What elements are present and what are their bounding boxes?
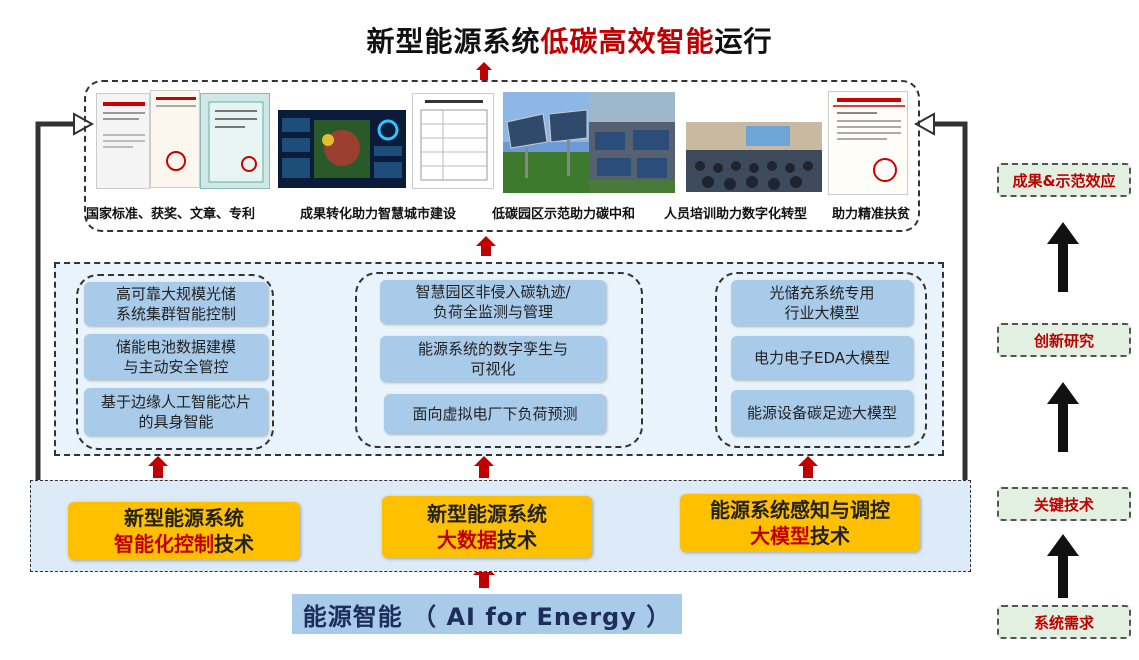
up-arrow-top bbox=[476, 62, 492, 80]
research-group-left bbox=[76, 274, 274, 450]
left-feedback-arrow bbox=[35, 121, 78, 480]
patent-certificate-image bbox=[200, 93, 270, 189]
side-arrow-3 bbox=[1047, 534, 1079, 598]
tech-suffix: 技术 bbox=[497, 528, 537, 552]
side-label-key-tech: 关键技术 bbox=[997, 487, 1131, 521]
side-label-results: 成果&示范效应 bbox=[997, 163, 1131, 197]
page-title: 新型能源系统低碳高效智能运行 bbox=[0, 20, 1139, 60]
results-panel bbox=[84, 80, 920, 232]
research-item: 高可靠大规模光储 系统集群智能控制 bbox=[84, 282, 268, 326]
caption-training: 人员培训助力数字化转型 bbox=[664, 207, 808, 222]
title-highlight: 低碳高效智能 bbox=[540, 25, 715, 58]
research-item: 储能电池数据建模 与主动安全管控 bbox=[84, 334, 268, 380]
side-label-research: 创新研究 bbox=[997, 323, 1131, 357]
tech-line-2: 大模型技术 bbox=[750, 523, 850, 549]
caption-smart-city: 成果转化助力智慧城市建设 bbox=[300, 207, 457, 222]
tech-highlight: 大模型 bbox=[750, 524, 810, 548]
tech-line-1: 新型能源系统 bbox=[427, 502, 547, 526]
research-item: 光储充系统专用 行业大模型 bbox=[731, 280, 913, 326]
caption-low-carbon-park: 低碳园区示范助力碳中和 bbox=[492, 207, 636, 222]
standard-document-image bbox=[96, 93, 150, 189]
up-arrow-right bbox=[798, 456, 818, 478]
solar-park-image bbox=[503, 92, 589, 193]
research-item: 面向虚拟电厂下负荷预测 bbox=[384, 394, 606, 434]
tech-highlight: 大数据 bbox=[437, 528, 497, 552]
up-arrow-mid bbox=[476, 236, 496, 256]
tech-big-data: 新型能源系统 大数据技术 bbox=[382, 496, 592, 558]
tech-line-2: 智能化控制技术 bbox=[114, 531, 254, 557]
training-session-image bbox=[686, 122, 822, 192]
poverty-alleviation-letter-image bbox=[828, 91, 908, 195]
tech-suffix: 技术 bbox=[810, 524, 850, 548]
tech-line-2: 大数据技术 bbox=[437, 527, 537, 553]
caption-standards: 国家标准、获奖、文章、专利 bbox=[86, 207, 256, 222]
side-label-requirements: 系统需求 bbox=[997, 605, 1131, 639]
award-certificate-image bbox=[150, 90, 200, 188]
tech-large-model: 能源系统感知与调控 大模型技术 bbox=[680, 494, 920, 552]
side-arrow-2 bbox=[1047, 382, 1079, 452]
research-group-center bbox=[355, 272, 643, 448]
demo-report-image bbox=[412, 93, 494, 189]
title-part-1: 新型能源系统 bbox=[366, 25, 541, 58]
industrial-park-aerial-image bbox=[589, 92, 675, 193]
title-part-3: 运行 bbox=[714, 25, 773, 58]
research-item: 能源系统的数字孪生与 可视化 bbox=[380, 336, 606, 382]
right-feedback-arrow-head bbox=[913, 112, 935, 136]
smart-city-dashboard-image bbox=[278, 110, 406, 188]
research-item: 能源设备碳足迹大模型 bbox=[731, 390, 913, 436]
research-item: 电力电子EDA大模型 bbox=[731, 336, 913, 380]
up-arrow-center bbox=[474, 456, 494, 478]
tech-intelligent-control: 新型能源系统 智能化控制技术 bbox=[68, 502, 300, 560]
right-feedback-arrow bbox=[930, 121, 968, 480]
research-item: 智慧园区非侵入碳轨迹/ 负荷全监测与管理 bbox=[380, 280, 606, 324]
side-arrow-1 bbox=[1047, 222, 1079, 292]
research-item: 基于边缘人工智能芯片 的具身智能 bbox=[84, 388, 268, 436]
caption-poverty: 助力精准扶贫 bbox=[832, 207, 911, 222]
tech-line-1: 能源系统感知与调控 bbox=[710, 498, 890, 522]
tech-line-1: 新型能源系统 bbox=[124, 506, 244, 530]
tech-suffix: 技术 bbox=[214, 532, 254, 556]
up-arrow-left bbox=[148, 456, 168, 478]
research-group-right bbox=[715, 272, 927, 448]
ai-for-energy-banner: 能源智能 （ AI for Energy ） bbox=[292, 594, 682, 634]
left-feedback-arrow-head bbox=[73, 112, 95, 136]
tech-highlight: 智能化控制 bbox=[114, 532, 214, 556]
